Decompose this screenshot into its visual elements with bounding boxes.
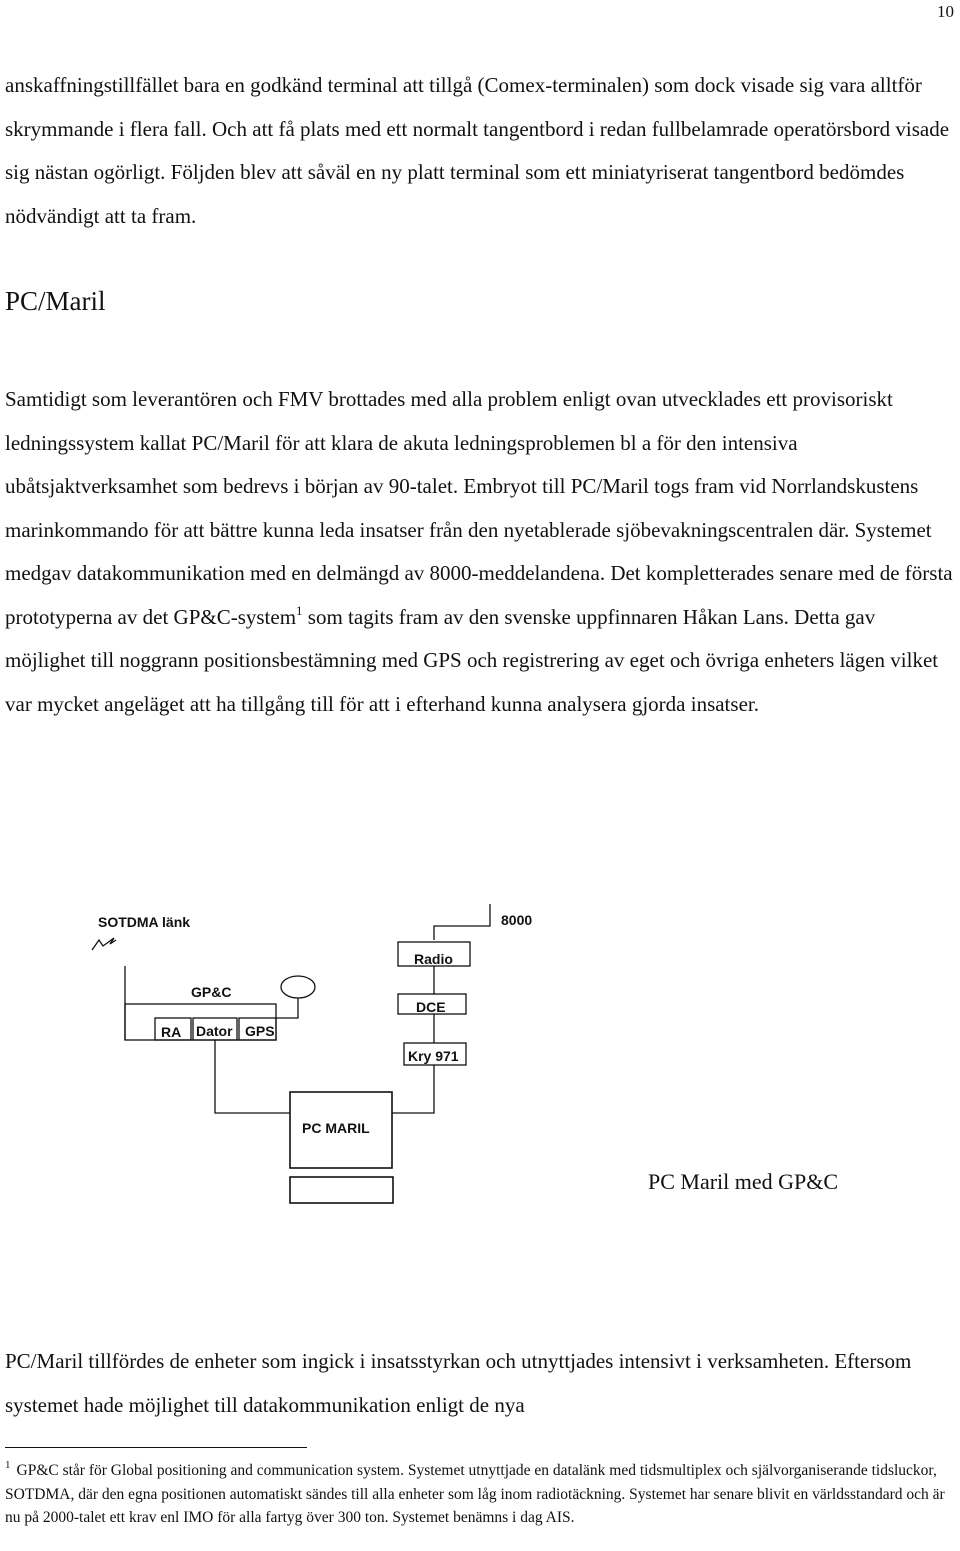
dator-label: Dator — [196, 1023, 233, 1039]
pc-keyboard — [289, 1176, 394, 1204]
pc-monitor — [289, 1091, 393, 1169]
link-line-gpc-pc — [214, 1040, 290, 1114]
section-heading: PC/Maril — [5, 286, 106, 316]
paragraph-pc-maril: Samtidigt som leverantören och FMV brott… — [5, 378, 955, 726]
gps-cell — [238, 1017, 277, 1041]
sotdma-label: SOTDMA länk — [98, 914, 190, 930]
gps-label: GPS — [245, 1023, 275, 1039]
paragraph-intro: anskaffningstillfället bara en godkänd t… — [5, 73, 950, 228]
pc-maril-label: PC MARIL — [302, 1120, 370, 1136]
radio-link-icon — [91, 937, 117, 951]
gpc-label: GP&C — [191, 984, 231, 1000]
kry-box — [403, 1042, 467, 1066]
ra-cell — [154, 1017, 192, 1041]
radio-label: Radio — [414, 951, 453, 967]
footnote-divider — [5, 1447, 307, 1448]
paragraph-deployment: PC/Maril tillfördes de enheter som ingic… — [5, 1349, 912, 1417]
paragraph-pc-maril-part-b: som tagits fram av den svenske uppfinnar… — [5, 604, 939, 716]
diagram-caption: PC Maril med GP&C — [648, 1169, 839, 1194]
link-line-kry-pc — [392, 1065, 435, 1114]
system-diagram: SOTDMA länk 8000 Radio GP&C DCE RA Dator… — [91, 904, 532, 1204]
gps-antenna-icon — [280, 975, 316, 999]
page-number: 10 — [937, 2, 954, 21]
label-8000: 8000 — [501, 912, 532, 928]
ra-label: RA — [161, 1024, 181, 1040]
dce-box — [397, 993, 467, 1015]
gps-antenna-line — [276, 998, 299, 1019]
link-line-8000 — [433, 904, 491, 940]
dce-label: DCE — [416, 999, 446, 1015]
paragraph-pc-maril-part-a: Samtidigt som leverantören och FMV brott… — [5, 387, 953, 629]
footnote-marker: 1 — [5, 1459, 11, 1471]
kry-label: Kry 971 — [408, 1048, 459, 1064]
footnote-reference[interactable]: 1 — [296, 602, 303, 618]
footnote-text: GP&C står för Global positioning and com… — [5, 1462, 945, 1526]
